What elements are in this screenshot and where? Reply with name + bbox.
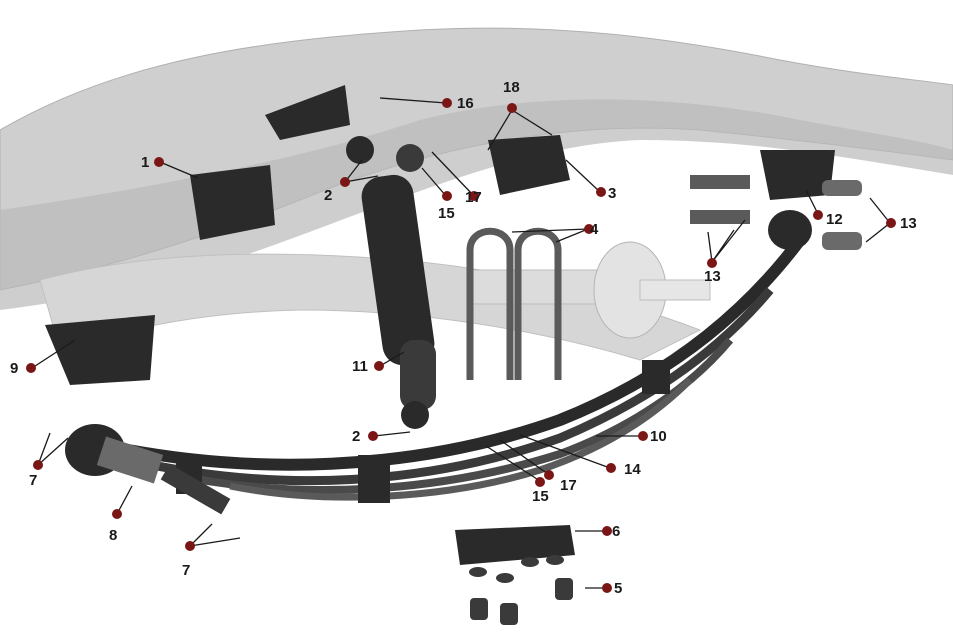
callout-3: 3: [608, 185, 617, 202]
callout-18: 18: [503, 79, 520, 96]
shackle-parts: [65, 175, 862, 515]
callout-4: 4: [590, 221, 599, 238]
callout-8: 8: [109, 527, 118, 544]
callout-15: 15: [438, 205, 455, 222]
shock-absorber: [346, 136, 436, 429]
callout-13: 13: [704, 268, 721, 285]
callout-7: 7: [29, 472, 38, 489]
leader-dots: [26, 98, 896, 593]
leader-lines: [31, 97, 891, 589]
callout-1: 1: [141, 154, 150, 171]
callout-2: 2: [352, 428, 361, 445]
callout-10: 10: [650, 428, 667, 445]
callout-7: 7: [182, 562, 191, 579]
callout-11: 11: [352, 358, 368, 375]
callout-17: 17: [465, 189, 482, 206]
callout-2: 2: [324, 187, 333, 204]
callout-6: 6: [612, 523, 621, 540]
callout-17: 17: [560, 477, 577, 494]
callout-16: 16: [457, 95, 474, 112]
brackets: [45, 85, 835, 565]
callout-12: 12: [826, 211, 843, 228]
callout-15: 15: [532, 488, 549, 505]
callout-13: 13: [900, 215, 917, 232]
hardware: [469, 555, 573, 625]
callout-14: 14: [624, 461, 641, 478]
callout-9: 9: [10, 360, 19, 377]
callout-5: 5: [614, 580, 623, 597]
